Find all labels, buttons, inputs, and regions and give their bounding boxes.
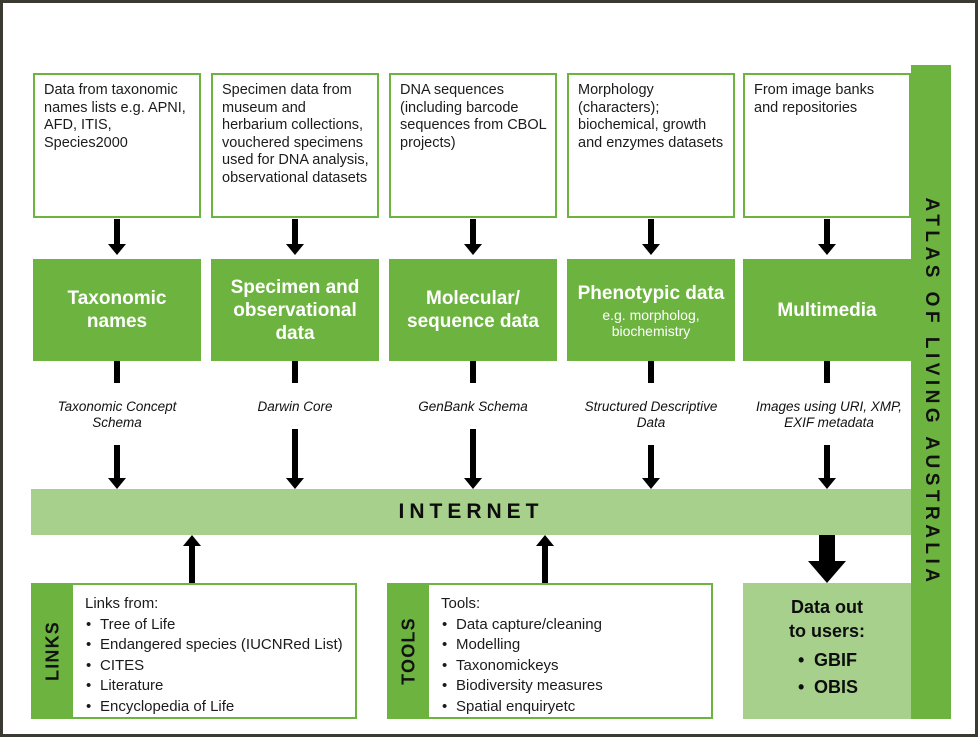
arrow-down-icon-source-2 (286, 219, 304, 255)
list-item: Endangered species (IUCNRed List) (85, 635, 349, 656)
arrow-down-icon-schema-3 (464, 429, 482, 489)
data-out-line-1: Data out (791, 597, 863, 617)
list-item: CITES (85, 656, 349, 677)
source-box-text: Specimen data from museum and herbarium … (222, 82, 369, 186)
source-box-text: From image banks and repositories (754, 82, 875, 116)
tools-panel: TOOLS Tools: Data capture/cleaning Model… (387, 583, 713, 719)
arrow-down-icon-schema-5-top (818, 361, 836, 383)
list-item: Spatial enquiryetc (441, 697, 705, 718)
list-item: Data capture/cleaning (441, 615, 705, 636)
arrow-down-icon-source-4 (642, 219, 660, 255)
arrow-down-icon-schema-4 (642, 445, 660, 489)
list-item: OBIS (796, 674, 858, 701)
diagram-canvas: ATLAS OF LIVING AUSTRALIA Data from taxo… (3, 3, 975, 734)
links-heading: Links from: (85, 595, 159, 612)
data-out-list: GBIF OBIS (796, 647, 858, 701)
category-title: Phenotypic data (577, 282, 725, 304)
tools-tab-label: TOOLS (398, 617, 419, 685)
tools-heading: Tools: (441, 595, 481, 612)
source-box-text: DNA sequences (including barcode sequenc… (400, 82, 547, 151)
source-box-image-banks: From image banks and repositories (743, 73, 911, 218)
tools-tab: TOOLS (389, 585, 429, 717)
internet-bar: INTERNET (31, 489, 911, 535)
arrow-down-icon-source-5 (818, 219, 836, 255)
list-item: Encyclopedia of Life (85, 697, 349, 718)
source-box-morphology: Morphology (characters); biochemical, gr… (567, 73, 735, 218)
source-box-specimen-data: Specimen data from museum and herbarium … (211, 73, 379, 218)
list-item: Biodiversity measures (441, 676, 705, 697)
links-tab-label: LINKS (42, 621, 63, 681)
schema-label-genbank: GenBank Schema (418, 399, 528, 414)
list-item: Modelling (441, 635, 705, 656)
banner-label: ATLAS OF LIVING AUSTRALIA (921, 197, 942, 587)
links-tab: LINKS (33, 585, 73, 717)
arrow-down-icon-data-out (808, 535, 846, 583)
arrow-down-icon-source-3 (464, 219, 482, 255)
category-box-molecular-sequence: Molecular/ sequence data (389, 259, 557, 361)
source-box-text: Data from taxonomic names lists e.g. APN… (44, 82, 186, 151)
schema-label-taxonomic-concept: Taxonomic Concept Schema (57, 399, 177, 430)
arrow-down-icon-schema-1-top (108, 361, 126, 383)
tools-list: Data capture/cleaning Modelling Taxonomi… (441, 615, 705, 718)
arrow-up-icon-tools (536, 535, 554, 583)
category-box-taxonomic-names: Taxonomic names (33, 259, 201, 361)
data-out-box: Data out to users: GBIF OBIS (743, 583, 911, 719)
list-item: GBIF (796, 647, 858, 674)
category-subtitle: e.g. morpholog, biochemistry (602, 306, 700, 339)
category-title: Multimedia (777, 299, 877, 321)
arrow-down-icon-schema-4-top (642, 361, 660, 383)
category-box-specimen-observational: Specimen and observational data (211, 259, 379, 361)
category-title: Specimen and observational data (230, 276, 360, 344)
atlas-of-living-australia-banner: ATLAS OF LIVING AUSTRALIA (911, 65, 951, 719)
list-item: Literature (85, 676, 349, 697)
arrow-down-icon-schema-5 (818, 445, 836, 489)
category-box-phenotypic-data: Phenotypic data e.g. morpholog, biochemi… (567, 259, 735, 361)
schema-label-darwin-core: Darwin Core (257, 399, 333, 414)
arrow-down-icon-schema-3-top (464, 361, 482, 383)
schema-label-images-metadata: Images using URI, XMP, EXIF metadata (755, 399, 903, 430)
list-item: Tree of Life (85, 615, 349, 636)
links-panel-body: Links from: Tree of Life Endangered spec… (73, 585, 355, 717)
category-box-multimedia: Multimedia (743, 259, 911, 361)
internet-label: INTERNET (398, 500, 544, 523)
source-box-text: Morphology (characters); biochemical, gr… (578, 82, 724, 151)
source-box-dna-sequences: DNA sequences (including barcode sequenc… (389, 73, 557, 218)
arrow-down-icon-schema-2-top (286, 361, 304, 383)
data-out-line-2: to users: (788, 621, 866, 641)
links-list: Tree of Life Endangered species (IUCNRed… (85, 615, 349, 718)
category-title: Molecular/ sequence data (407, 288, 539, 332)
arrow-up-icon-links (183, 535, 201, 583)
arrow-down-icon-schema-1 (108, 445, 126, 489)
category-title: Taxonomic names (67, 288, 167, 332)
list-item: Taxonomickeys (441, 656, 705, 677)
arrow-down-icon-source-1 (108, 219, 126, 255)
arrow-down-icon-schema-2 (286, 429, 304, 489)
links-panel: LINKS Links from: Tree of Life Endangere… (31, 583, 357, 719)
source-box-taxonomic-names: Data from taxonomic names lists e.g. APN… (33, 73, 201, 218)
tools-panel-body: Tools: Data capture/cleaning Modelling T… (429, 585, 711, 717)
schema-label-structured-descriptive: Structured Descriptive Data (584, 399, 718, 430)
